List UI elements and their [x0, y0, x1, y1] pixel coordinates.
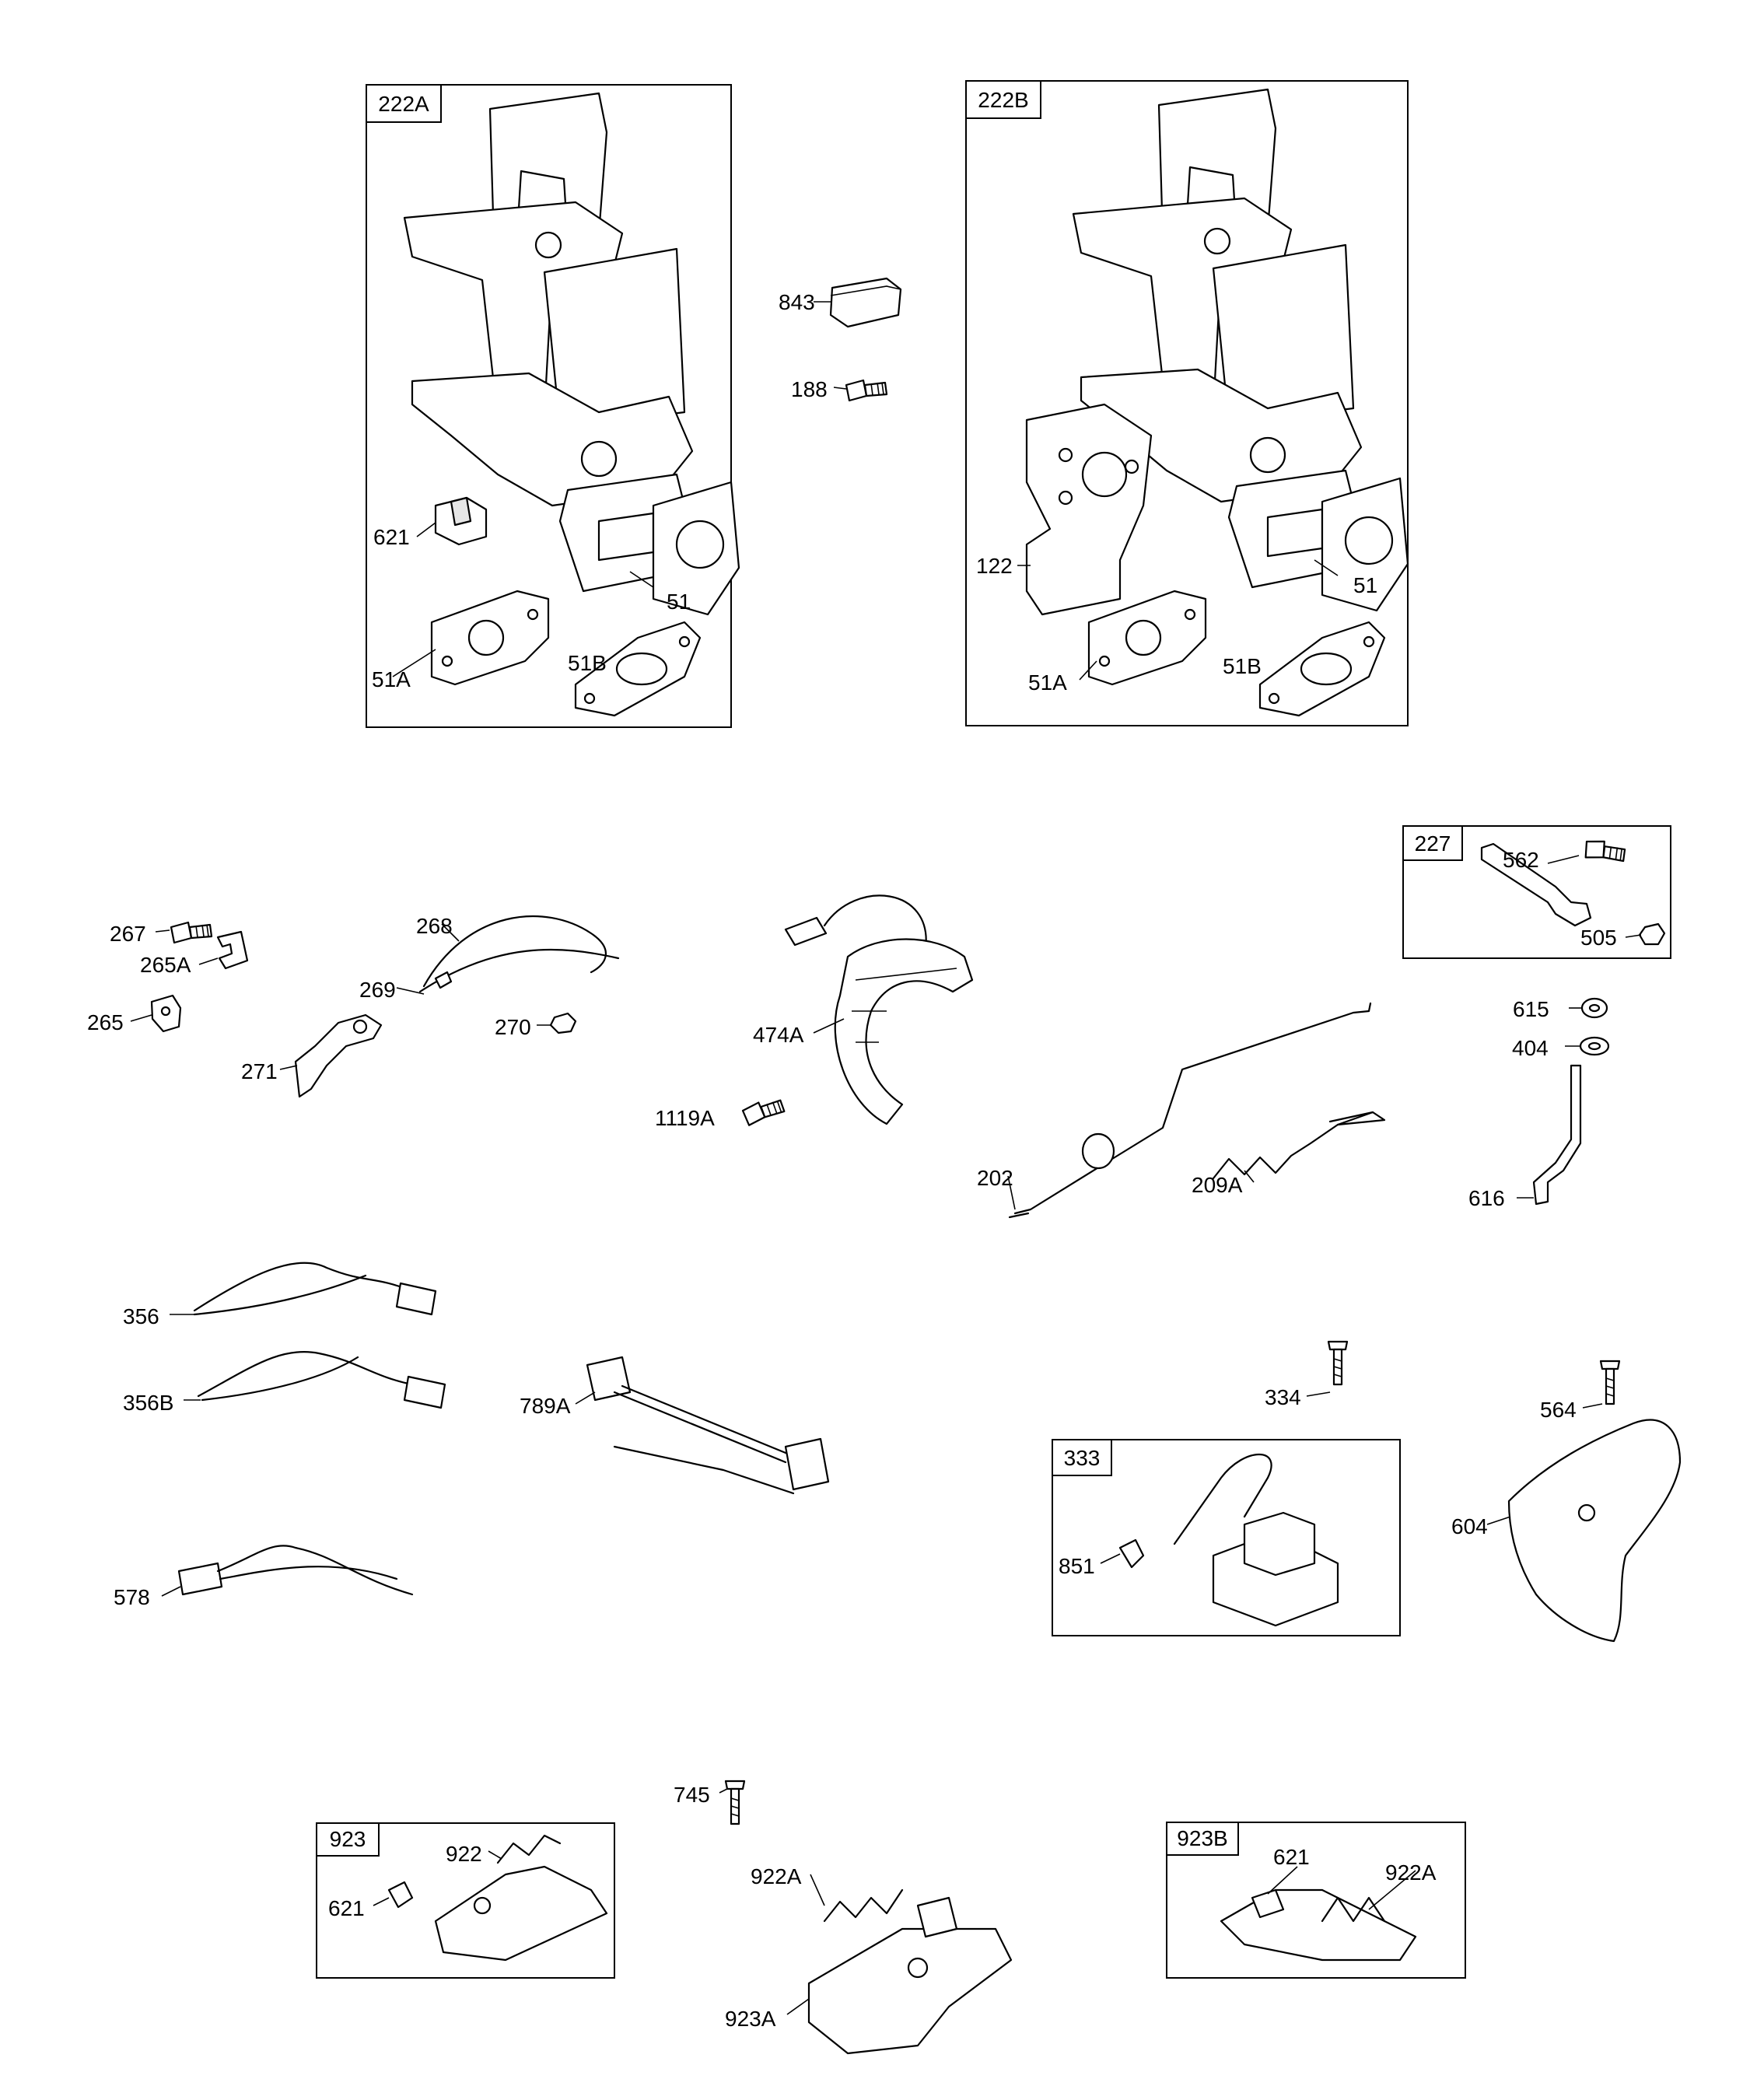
part-271 [294, 1013, 383, 1098]
box-923: 923 [316, 1822, 615, 1979]
label-267: 267 [110, 922, 146, 946]
callout-labels: 843 188 621 51 51A 51B 122 51 51A 51B 56… [87, 290, 1617, 2031]
label-474a: 474A [753, 1023, 804, 1047]
label-843: 843 [779, 290, 815, 314]
label-404: 404 [1512, 1036, 1549, 1060]
label-578: 578 [114, 1585, 150, 1609]
label-51-box-222a: 51 [667, 590, 691, 614]
label-562: 562 [1503, 848, 1539, 872]
part-789a [586, 1356, 830, 1495]
part-615 [1580, 997, 1608, 1019]
label-922a-middle: 922A [751, 1864, 802, 1888]
part-745 [724, 1780, 746, 1825]
part-202 [1008, 1002, 1372, 1219]
part-356b [197, 1350, 446, 1409]
label-745: 745 [674, 1783, 710, 1807]
part-356 [193, 1262, 437, 1316]
label-1119a: 1119A [655, 1106, 715, 1130]
part-474a [784, 894, 974, 1125]
label-505: 505 [1580, 926, 1617, 950]
label-922a-box-923b: 922A [1385, 1860, 1437, 1885]
gasket-plate-part [1025, 403, 1153, 616]
label-51a-box-222a: 51A [372, 667, 411, 691]
gasket-51a-part [1087, 590, 1207, 686]
label-51-box-222b: 51 [1353, 573, 1377, 597]
part-564 [1599, 1360, 1621, 1405]
box-222a: 222A [366, 84, 740, 728]
label-334: 334 [1265, 1385, 1301, 1409]
label-922: 922 [446, 1842, 482, 1866]
part-843 [829, 277, 902, 328]
label-269: 269 [359, 978, 396, 1002]
part-209a [1212, 1111, 1386, 1180]
label-604: 604 [1451, 1514, 1488, 1538]
part-923a [807, 1888, 1013, 2055]
label-51b-box-222b: 51B [1223, 654, 1262, 678]
label-188: 188 [791, 377, 828, 401]
label-621-box-923b: 621 [1273, 1845, 1310, 1869]
gasket-51a-part [430, 590, 550, 686]
label-268: 268 [416, 914, 453, 938]
box-label-333: 333 [1064, 1446, 1101, 1470]
label-564: 564 [1540, 1398, 1577, 1422]
label-923a: 923A [725, 2007, 776, 2031]
label-615: 615 [1513, 997, 1549, 1021]
label-270: 270 [495, 1015, 531, 1039]
part-268 [418, 915, 620, 993]
label-356: 356 [123, 1304, 159, 1328]
part-265a [216, 930, 249, 970]
label-851: 851 [1059, 1554, 1095, 1578]
box-label-923: 923 [330, 1827, 366, 1851]
box-label-923b: 923B [1177, 1826, 1227, 1850]
part-578 [177, 1545, 414, 1596]
label-202: 202 [977, 1166, 1013, 1190]
label-271: 271 [241, 1059, 278, 1083]
part-334 [1327, 1340, 1349, 1386]
box-label-227: 227 [1415, 831, 1451, 856]
label-789a: 789A [520, 1394, 571, 1418]
label-51a-box-222b: 51A [1028, 670, 1067, 695]
part-604 [1507, 1419, 1682, 1643]
label-209a: 209A [1192, 1173, 1243, 1197]
label-356b: 356B [123, 1391, 173, 1415]
box-227: 227 [1402, 825, 1671, 959]
part-616 [1532, 1064, 1582, 1206]
part-1119a [740, 1097, 787, 1127]
part-404 [1579, 1036, 1610, 1056]
part-188 [845, 379, 888, 402]
part-267 [170, 921, 213, 944]
box-333: 333 [1052, 1439, 1401, 1636]
leader-lines [130, 301, 1642, 2015]
part-270 [549, 1012, 577, 1034]
part-265 [150, 994, 182, 1033]
label-265: 265 [87, 1010, 124, 1034]
label-616: 616 [1468, 1186, 1505, 1210]
label-621-box-222a: 621 [373, 525, 410, 549]
box-label-222a: 222A [378, 92, 429, 116]
box-222b: 222B [965, 80, 1409, 726]
box-label-222b: 222B [978, 88, 1028, 112]
label-122: 122 [976, 554, 1013, 578]
label-265a: 265A [140, 953, 191, 977]
throttle-link-part [1480, 842, 1592, 927]
gasket-51b-part [1258, 621, 1386, 717]
label-51b-box-222a: 51B [568, 651, 607, 675]
box-923b: 923B [1166, 1822, 1466, 1979]
label-621-box-923: 621 [328, 1896, 365, 1920]
